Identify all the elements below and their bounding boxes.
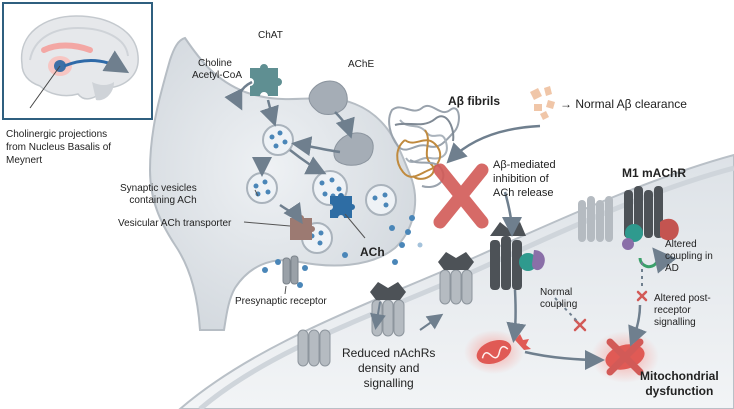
ab-inhibition-label: Aβ-mediated inhibition of ACh release (493, 159, 556, 199)
mito-dysfunction-label: Mitochondrial dysfunction (640, 369, 719, 398)
synaptic-vesicles-label: Synaptic vesicles containing ACh (120, 183, 197, 206)
presynaptic-receptor (282, 255, 299, 285)
altered-coupling-label: Altered coupling in AD (665, 239, 713, 274)
m1-machr-label: M1 mAChR (622, 166, 687, 180)
normal-coupling-label: Normal coupling (540, 287, 578, 310)
ab-fibrils (388, 105, 460, 188)
mito-x (606, 338, 644, 376)
chat-enzyme (250, 64, 282, 96)
altered-post-receptor-label: Altered post- receptor signalling (654, 293, 711, 328)
chat-label: ChAT (258, 30, 283, 41)
ab-clearance-fragments (530, 86, 555, 120)
ab-fibrils-label: Aβ fibrils (448, 94, 500, 108)
m1-machr-receptors (578, 186, 679, 274)
brain-illustration (20, 15, 139, 109)
ach-label: ACh (360, 245, 385, 259)
vesicular-transporter (290, 215, 315, 240)
brain-inset (2, 2, 153, 120)
vesicular-transporter-label: Vesicular ACh transporter (118, 218, 232, 229)
choline-label: Choline (198, 58, 232, 69)
inset-caption: Cholinergic projections from Nucleus Bas… (6, 129, 112, 166)
normal-clearance-label: → Normal Aβ clearance (560, 97, 687, 111)
ache-enzyme (308, 80, 374, 166)
reduced-nachrs-label: Reduced nAchRs density and signalling (342, 346, 436, 390)
presynaptic-receptor-label: Presynaptic receptor (235, 296, 327, 307)
ache-label: AChE (348, 59, 375, 70)
inhibition-x (433, 163, 489, 229)
ach-molecule (330, 193, 355, 218)
acetyl-coa-label: Acetyl-CoA (192, 70, 243, 81)
